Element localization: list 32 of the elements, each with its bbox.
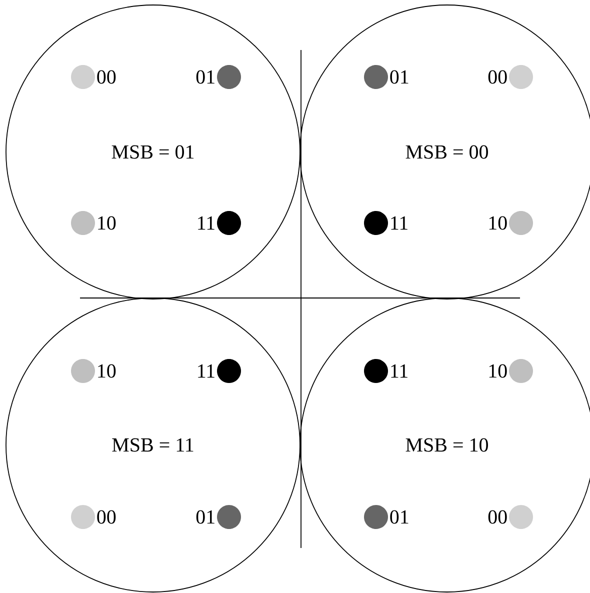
symbol-dot	[509, 359, 533, 383]
symbol-dot	[71, 65, 95, 89]
symbol-dot	[364, 359, 388, 383]
symbol-dot	[217, 505, 241, 529]
symbol-dot	[509, 65, 533, 89]
symbol-dot	[71, 359, 95, 383]
symbol-dot	[71, 505, 95, 529]
symbol-label: 10	[489, 216, 507, 230]
symbol-label: 01	[196, 510, 214, 524]
symbol-label: 11	[198, 216, 214, 230]
symbol-dot	[364, 211, 388, 235]
symbol-label: 10	[489, 364, 507, 378]
symbol-label: 00	[488, 70, 507, 84]
symbol-label: 01	[196, 70, 214, 84]
symbol-label: 10	[98, 364, 116, 378]
symbol-label: 00	[97, 510, 116, 524]
symbol-dot	[509, 211, 533, 235]
symbol-dot	[217, 359, 241, 383]
symbol-dot	[364, 65, 388, 89]
symbol-label: 11	[198, 364, 214, 378]
symbol-label: 01	[390, 510, 408, 524]
symbol-label: 00	[488, 510, 507, 524]
symbol-dot	[71, 211, 95, 235]
symbol-label: 11	[391, 364, 408, 378]
symbol-dot	[217, 211, 241, 235]
symbol-dot	[364, 505, 388, 529]
symbol-label: 00	[97, 70, 116, 84]
symbol-label: 10	[98, 216, 116, 230]
symbol-label: 11	[391, 216, 408, 230]
symbol-dot	[509, 505, 533, 529]
symbol-label: 01	[390, 70, 408, 84]
symbol-dot	[217, 65, 241, 89]
